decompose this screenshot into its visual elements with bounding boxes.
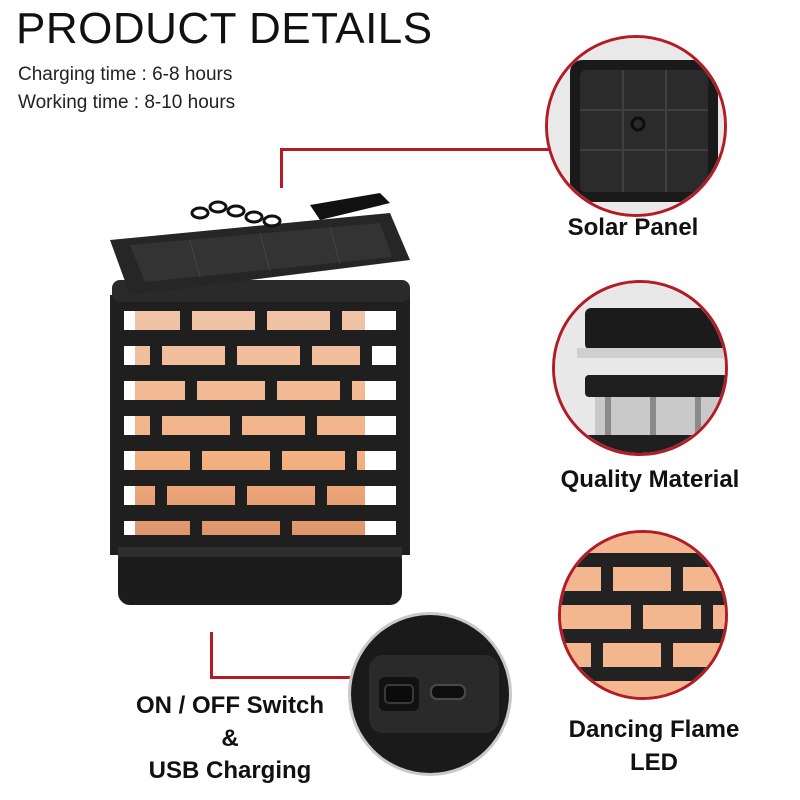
switch-label-line-3: USB Charging (148, 757, 312, 784)
flame-led-label-line-1: Dancing Flame (568, 716, 740, 743)
usb-switch-closeup (348, 612, 512, 776)
charging-time-spec: Charging time : 6-8 hours (18, 64, 233, 85)
solar-panel-label: Solar Panel (567, 214, 699, 241)
connector-line-switch-v (210, 632, 213, 678)
switch-label-line-1: ON / OFF Switch (135, 692, 324, 719)
page-title: PRODUCT DETAILS (16, 4, 433, 53)
switch-label-line-2: & (221, 725, 239, 752)
connector-line-switch-h (210, 676, 350, 679)
flame-led-closeup (558, 530, 728, 700)
flame-led-icon (561, 533, 725, 697)
connector-line-solar-h (280, 148, 550, 151)
usb-port-icon (351, 615, 509, 773)
working-time-spec: Working time : 8-10 hours (18, 92, 236, 113)
flame-led-label-line-2: LED (630, 749, 678, 776)
quality-material-label: Quality Material (560, 466, 740, 493)
solar-panel-closeup (545, 35, 727, 217)
solar-panel-icon (548, 38, 724, 214)
lantern-edge-icon (555, 283, 725, 453)
quality-material-closeup (552, 280, 728, 456)
solar-lantern-image (110, 193, 410, 605)
connector-line-solar-v (280, 148, 283, 188)
